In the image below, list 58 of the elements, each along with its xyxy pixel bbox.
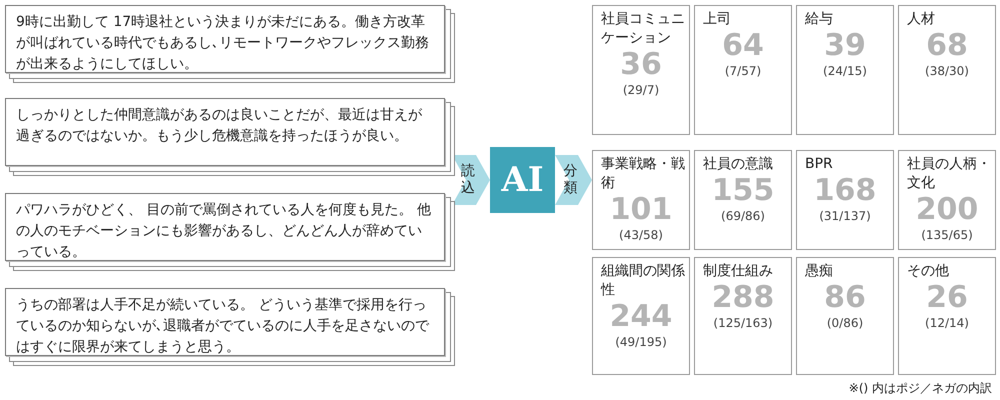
- breakdown-text: (24/15): [822, 63, 868, 79]
- breakdown-text: (0/86): [826, 315, 864, 331]
- breakdown-text: (135/65): [920, 227, 974, 243]
- edge-label: 読込: [461, 163, 476, 197]
- comment-card: しっかりとした仲間意識があるのは良いことだが、最近は甘えが過ぎるのではないか。もう少し危機意識を持ったほうが良い。: [5, 98, 445, 166]
- comment-card: うちの部署は人手不足が続いている。 どういう基準で採用を行っているのか知らないが､退職者がでているのに人手を足さないのではすぐに限界が来てしまうと思う。: [5, 288, 445, 356]
- breakdown-text: (7/57): [724, 63, 762, 79]
- count-number: 168: [812, 174, 878, 208]
- edge-label: 分類: [564, 163, 578, 197]
- chevron-arrow: [452, 155, 490, 205]
- comment-card: パワハラがひどく、 目の前で罵倒されている人を何度も見た。 他の人のモチベーションにも影響があるし、どんどん人が辞めていっている。: [5, 193, 445, 261]
- count-number: 86: [823, 281, 867, 315]
- category-name: 社員の人柄・文化: [906, 155, 991, 193]
- comment-card: 9時に出勤して 17時退社という決まりが未だにある。働き方改革が叫ばれている時代でもあるし､リモートワークやフレックス勤務が出来るようにしてほしい。: [5, 5, 445, 73]
- count-number: 200: [914, 193, 980, 227]
- category-card: [694, 5, 792, 135]
- count-number: 288: [710, 281, 776, 315]
- chevron-arrow: [555, 155, 592, 205]
- count-number: 36: [619, 48, 663, 82]
- count-number: 101: [608, 193, 674, 227]
- category-card: [694, 257, 792, 375]
- category-card: [796, 5, 894, 135]
- count-number: 244: [608, 300, 674, 334]
- category-card: [694, 150, 792, 250]
- category-card: [796, 150, 894, 250]
- category-name: BPR: [804, 155, 834, 174]
- breakdown-text: (125/163): [712, 315, 774, 331]
- breakdown-text: (49/195): [614, 334, 668, 350]
- count-number: 26: [925, 281, 969, 315]
- footnote: ※() 内はポジ／ネガの内訳: [848, 380, 992, 397]
- category-card: [592, 257, 690, 375]
- category-name: 上司: [702, 10, 732, 29]
- category-card: [796, 257, 894, 375]
- breakdown-text: (29/7): [622, 82, 660, 98]
- count-number: 155: [710, 174, 776, 208]
- category-name: 組織間の関係性: [600, 262, 685, 300]
- category-card: [898, 257, 996, 375]
- category-name: 愚痴: [804, 262, 834, 281]
- category-card: [592, 5, 690, 135]
- category-card: [592, 150, 690, 250]
- count-number: 68: [925, 29, 969, 63]
- category-name: 社員コミュニケーション: [600, 10, 685, 48]
- category-card: [898, 150, 996, 250]
- category-card: [898, 5, 996, 135]
- category-name: 人材: [906, 10, 936, 29]
- count-number: 39: [823, 29, 867, 63]
- ai-box: AI: [490, 147, 555, 213]
- count-number: 64: [721, 29, 765, 63]
- breakdown-text: (31/137): [818, 208, 872, 224]
- breakdown-text: (38/30): [924, 63, 970, 79]
- category-name: 給与: [804, 10, 834, 29]
- category-name: 社員の意識: [702, 155, 774, 174]
- category-name: 制度仕組み: [702, 262, 774, 281]
- category-name: 事業戦略・戦術: [600, 155, 685, 193]
- breakdown-text: (12/14): [924, 315, 970, 331]
- category-name: その他: [906, 262, 950, 281]
- breakdown-text: (43/58): [618, 227, 664, 243]
- breakdown-text: (69/86): [720, 208, 766, 224]
